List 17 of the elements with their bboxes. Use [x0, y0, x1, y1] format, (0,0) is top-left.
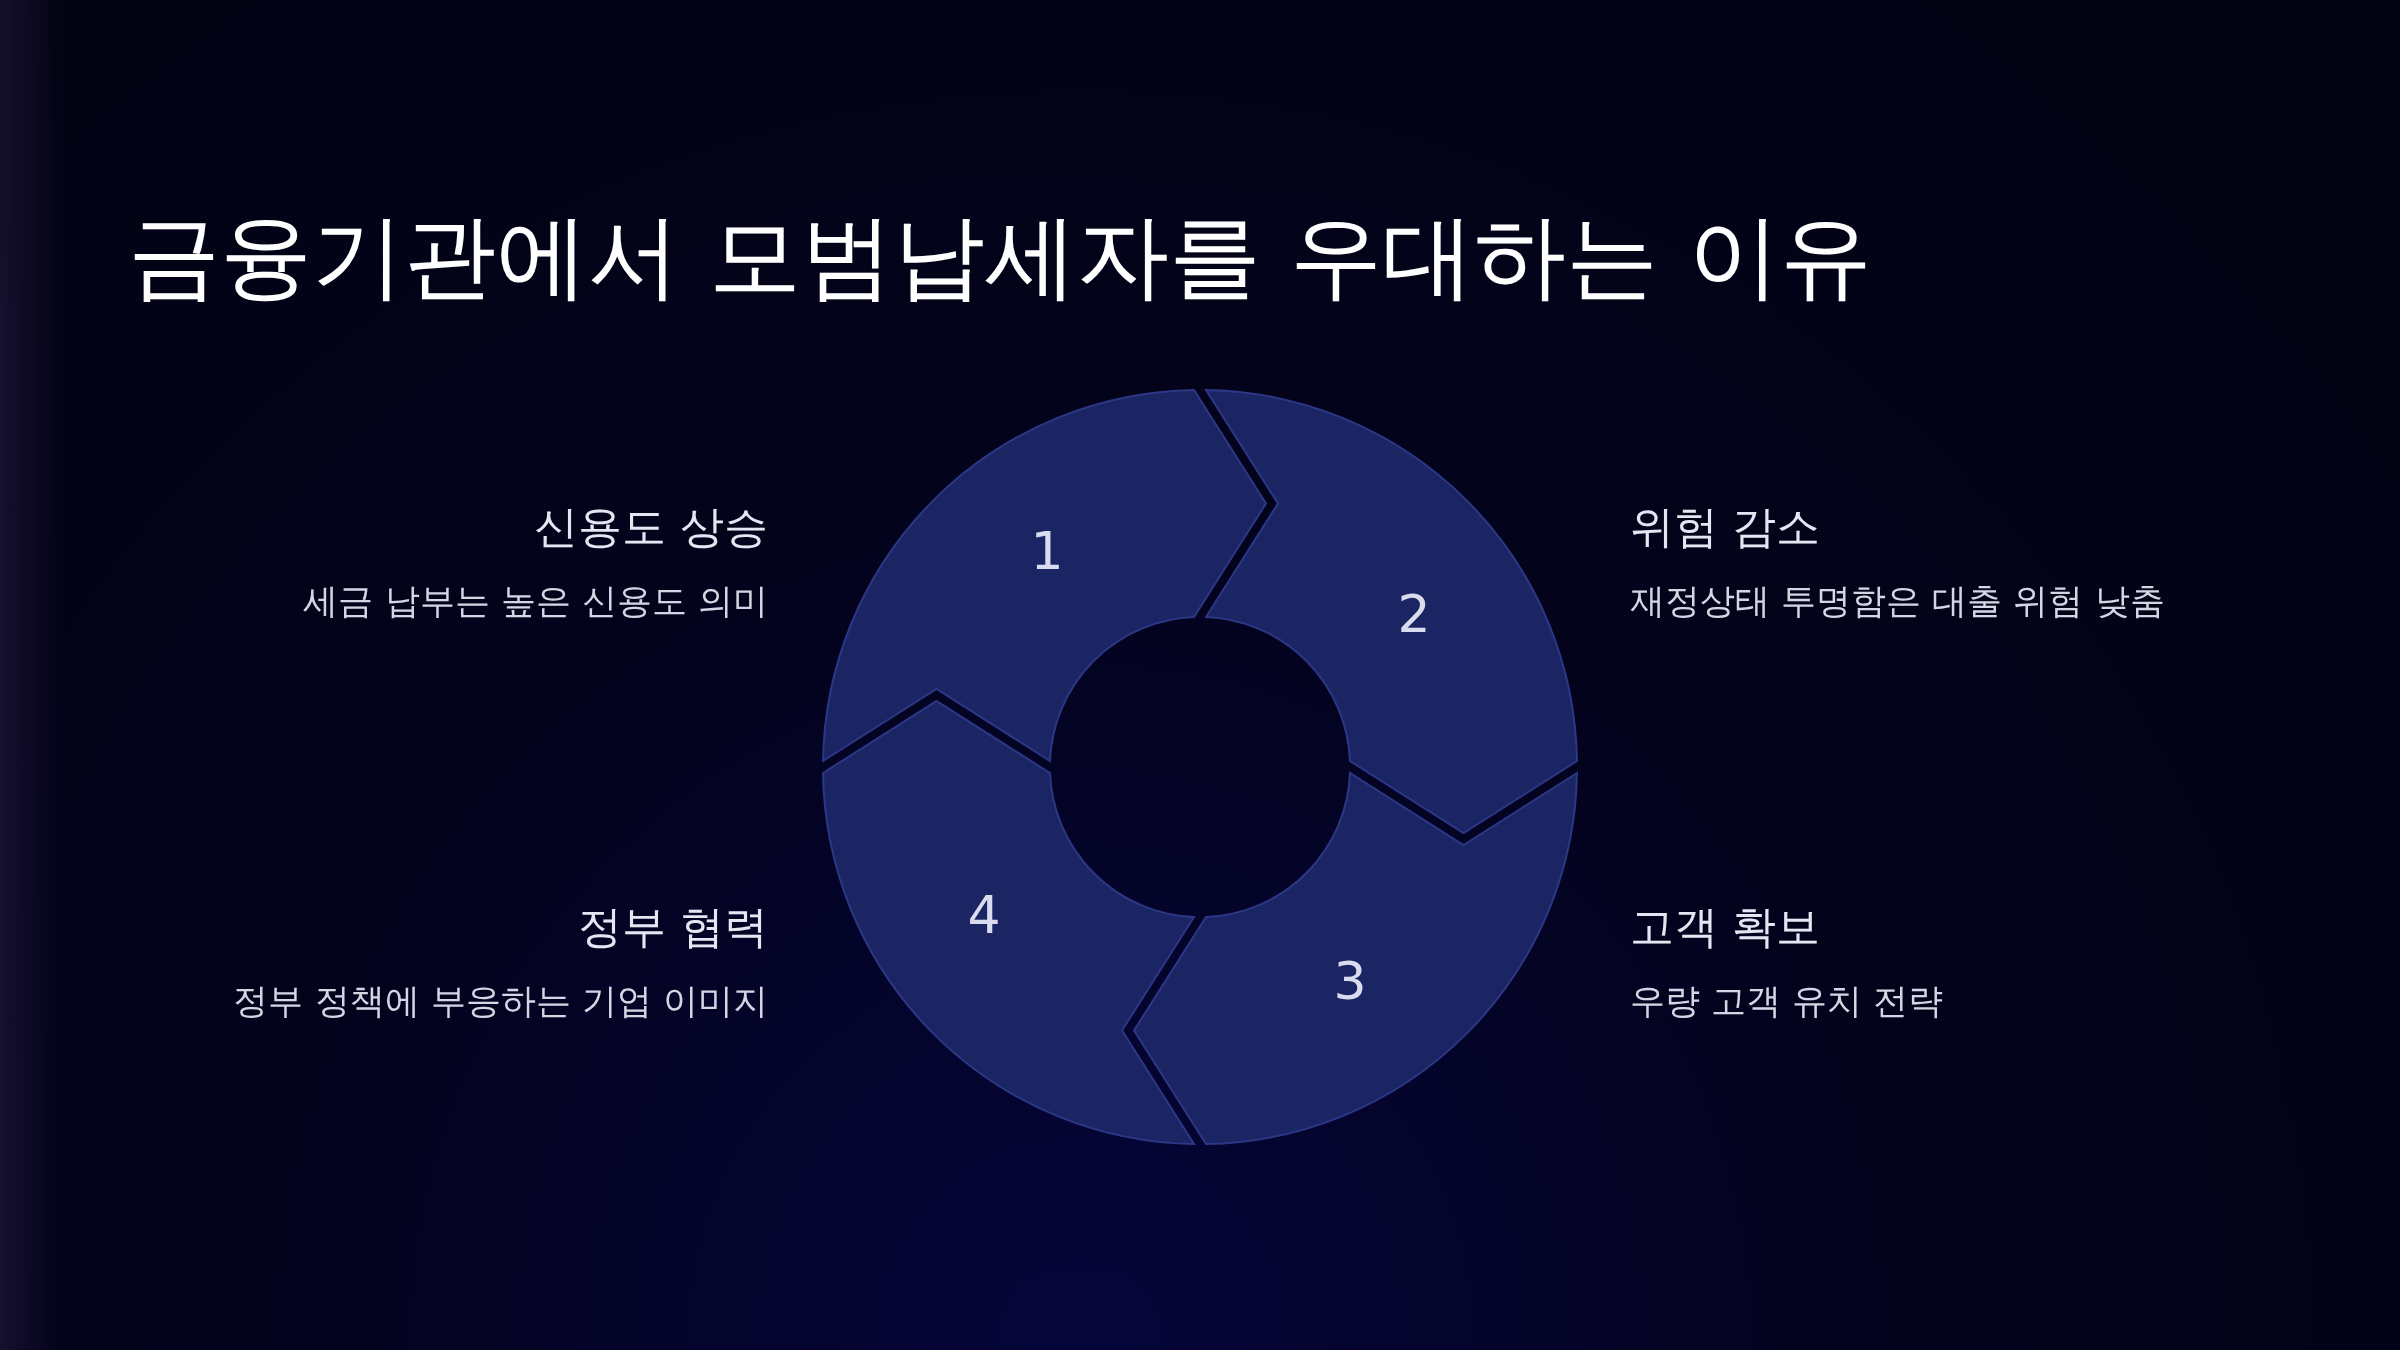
step-description: 우량 고객 유치 전략 [1630, 980, 1944, 1023]
step-heading: 신용도 상승 [534, 500, 768, 554]
step-number: 3 [1333, 951, 1367, 1011]
step-number: 2 [1397, 584, 1431, 644]
step-description: 세금 납부는 높은 신용도 의미 [303, 580, 768, 623]
step-heading: 고객 확보 [1630, 900, 1820, 954]
ring-segment [1132, 770, 1579, 1146]
ring-segment [821, 388, 1268, 763]
step-heading: 정부 협력 [578, 900, 768, 954]
step-heading: 위험 감소 [1630, 500, 1820, 554]
step-number: 1 [1030, 521, 1064, 581]
step-description: 정부 정책에 부응하는 기업 이미지 [233, 980, 768, 1023]
slide-title: 금융기관에서 모범납세자를 우대하는 이유 [128, 202, 1872, 312]
step-description: 재정상태 투명함은 대출 위험 낮춤 [1630, 580, 2165, 623]
ring-segment [1204, 388, 1579, 835]
step-number: 4 [967, 885, 1001, 945]
ring-segment [821, 699, 1197, 1146]
